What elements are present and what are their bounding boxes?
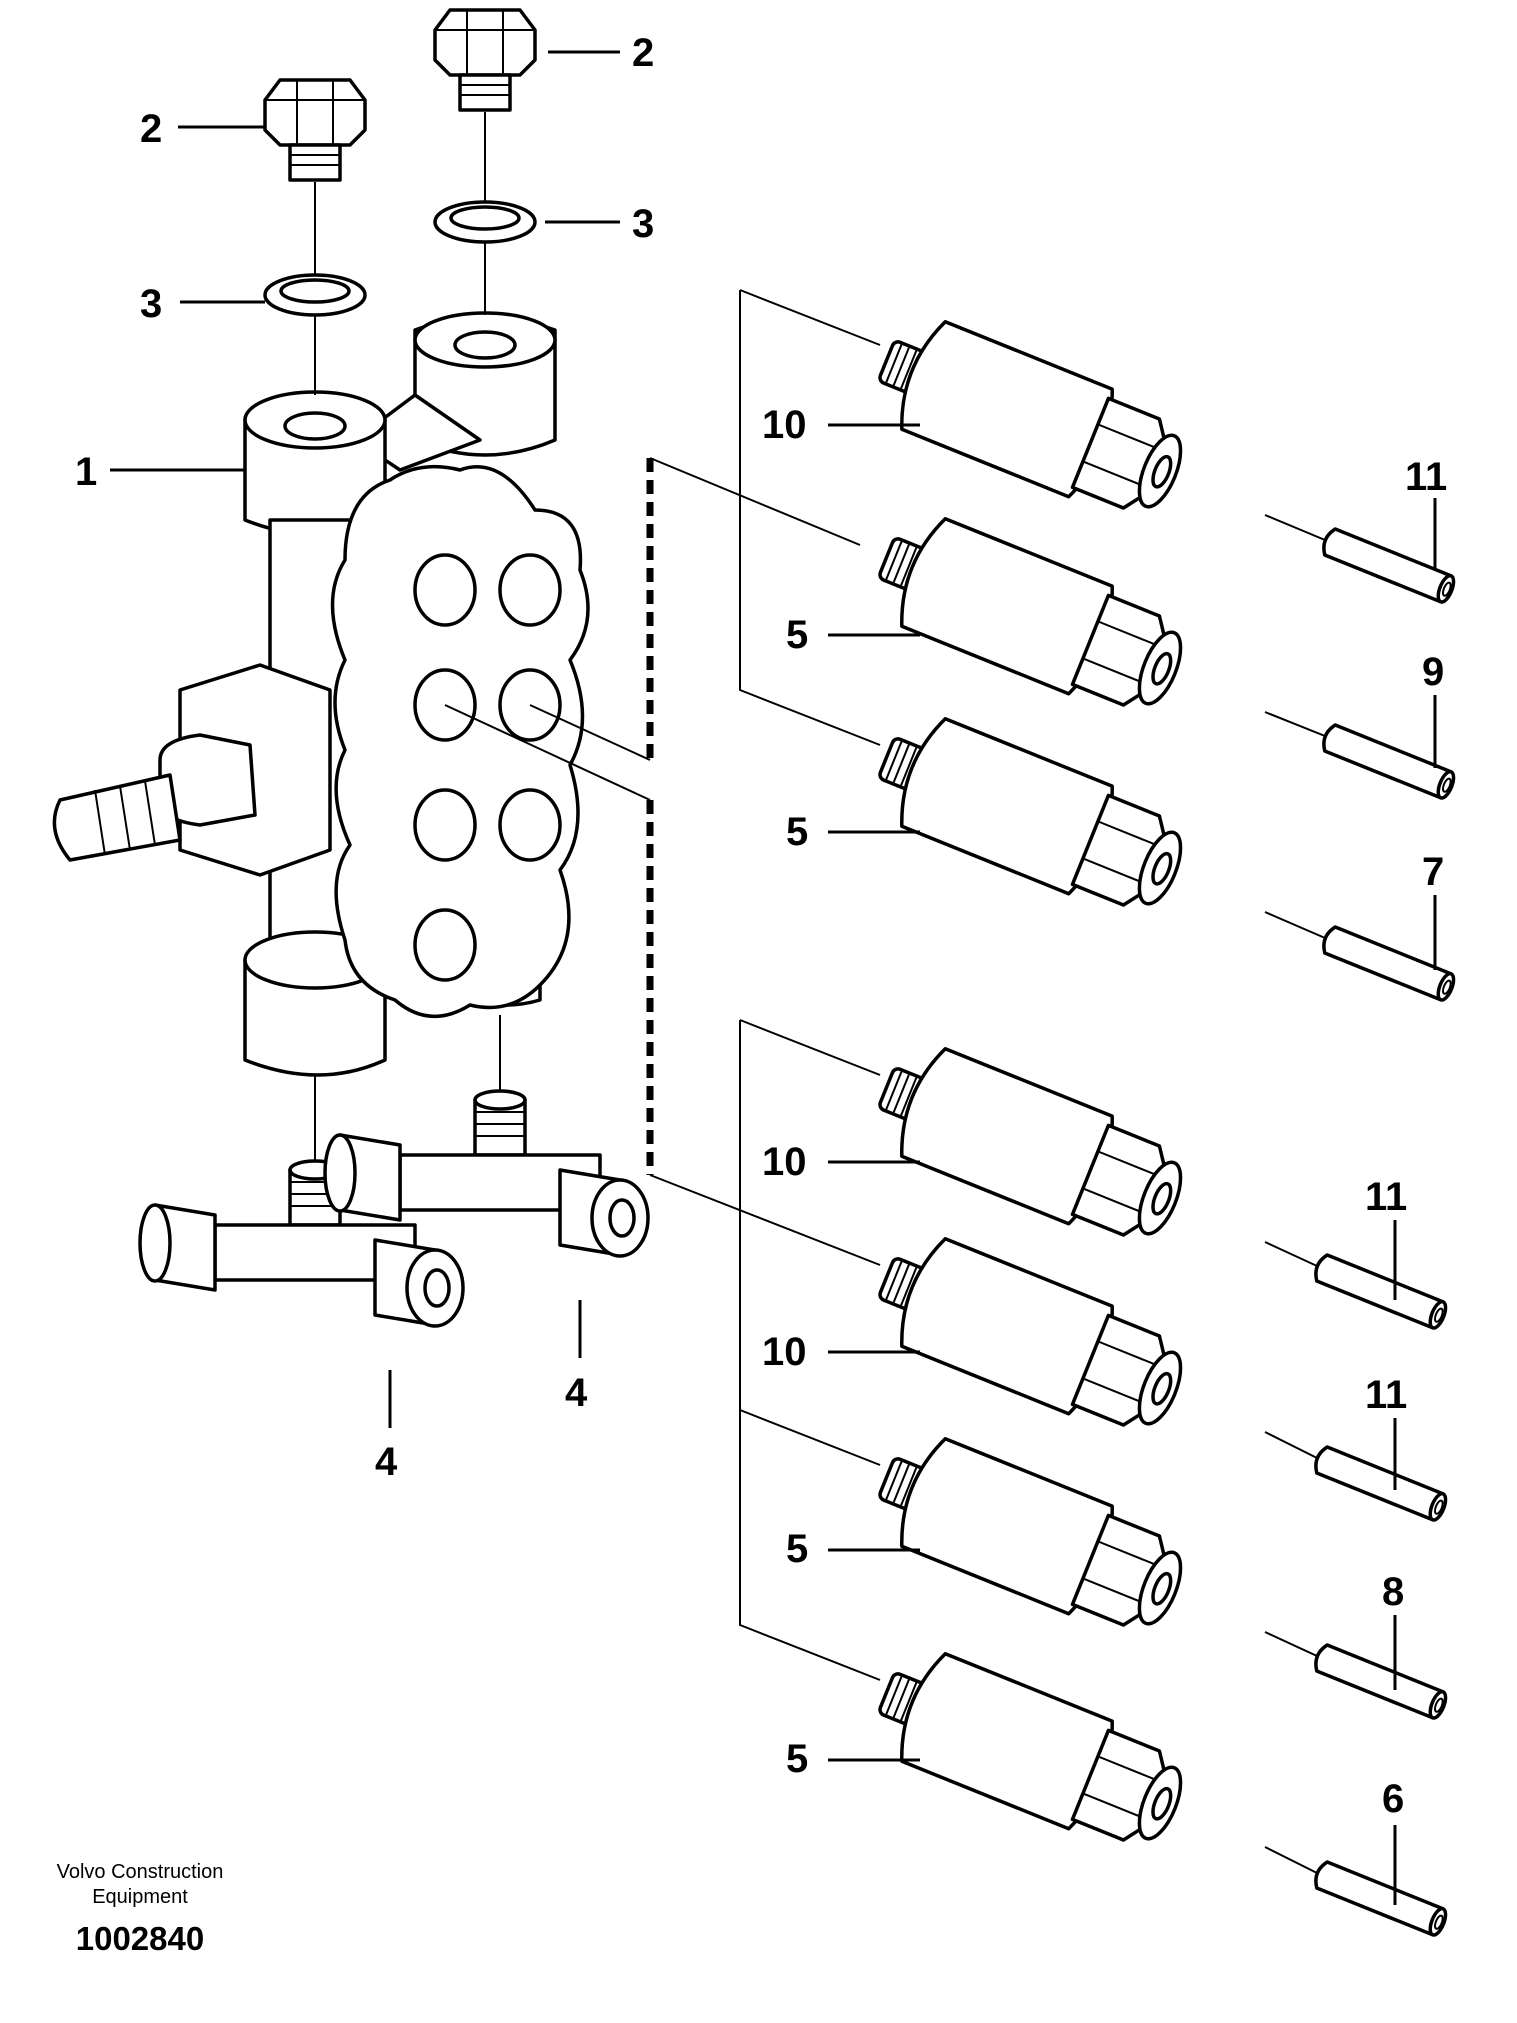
- callout-label: 3: [632, 202, 654, 246]
- callout-label: 9: [1422, 650, 1444, 694]
- callout-label: 5: [786, 1737, 808, 1781]
- company-name-line2: Equipment: [92, 1886, 188, 1908]
- fitting-5-upper-a: [862, 501, 1199, 730]
- callout-label: 5: [786, 1527, 808, 1571]
- callout-label: 4: [565, 1371, 588, 1415]
- tube-11-c: [1310, 1443, 1451, 1524]
- callout-label: 3: [140, 282, 162, 326]
- fitting-10-upper: [862, 304, 1199, 533]
- callout-label: 11: [1405, 455, 1447, 499]
- callout-label: 5: [786, 613, 808, 657]
- fitting-5-lower-b: [862, 1636, 1199, 1865]
- valve-block: [52, 311, 590, 1077]
- tube-6: [1310, 1858, 1451, 1939]
- callout-label: 8: [1382, 1570, 1404, 1614]
- plug-front: [263, 78, 367, 182]
- plug-back: [433, 8, 537, 112]
- drawing-number: 1002840: [76, 1920, 204, 1957]
- tube-11-b: [1310, 1251, 1451, 1332]
- company-name-line1: Volvo Construction: [57, 1861, 224, 1883]
- callout-label: 2: [632, 31, 654, 75]
- fitting-5-upper-b: [862, 701, 1199, 930]
- washer-back: [433, 200, 537, 244]
- callout-label: 11: [1365, 1175, 1407, 1219]
- callout-label: 5: [786, 810, 808, 854]
- callout-label: 11: [1365, 1373, 1407, 1417]
- fitting-10-lower-b: [862, 1221, 1199, 1450]
- callout-label: 6: [1382, 1777, 1404, 1821]
- callout-label: 10: [762, 403, 807, 447]
- washer-front: [263, 273, 367, 317]
- callout-label: 4: [375, 1440, 398, 1484]
- callout-label: 10: [762, 1140, 807, 1184]
- callout-label: 7: [1422, 850, 1444, 894]
- fitting-10-lower-a: [862, 1031, 1199, 1260]
- callout-label: 1: [75, 450, 97, 494]
- fitting-5-lower-a: [862, 1421, 1199, 1650]
- callout-label: 10: [762, 1330, 807, 1374]
- tube-8: [1310, 1641, 1451, 1722]
- callout-label: 2: [140, 107, 162, 151]
